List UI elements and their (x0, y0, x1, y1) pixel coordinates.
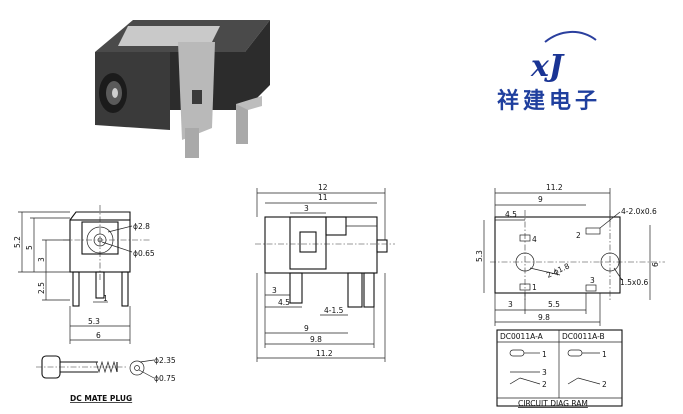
dim-layout-9: 9 (538, 195, 543, 204)
dim-layout-3: 3 (508, 300, 513, 309)
circuit-a-pin-1: 1 (542, 350, 547, 359)
dim-span-11-2: 11.2 (316, 349, 333, 358)
logo-mark: xJ (530, 49, 565, 84)
circuit-header-a: DC0011A-A (500, 332, 544, 341)
dim-width-6: 6 (96, 331, 101, 340)
dim-pin-4-5: 4.5 (278, 298, 290, 307)
product-photo (95, 20, 270, 158)
dim-layout-4-5: 4.5 (505, 210, 517, 219)
dim-layout-5-5: 5.5 (548, 300, 560, 309)
pad-2 (585, 227, 601, 235)
dim-top-3: 3 (304, 204, 309, 213)
side-view-drawing: 5.2 5 3 2.5 ϕ2.8 ϕ0.65 1 5.3 6 ϕ2.35 (13, 205, 176, 403)
dim-height-5-2: 5.2 (13, 236, 22, 248)
dc-mate-plug: ϕ2.35 ϕ0.75 DC MATE PLUG (36, 355, 176, 403)
dim-pin-width-1: 1 (103, 294, 108, 303)
dim-layout-9-8: 9.8 (538, 313, 550, 322)
dim-diameter-0-65: ϕ0.65 (133, 249, 155, 258)
dim-height-3: 3 (37, 257, 46, 262)
dim-slot-1-5x0-6: 1.5x0.6 (620, 278, 649, 287)
dim-span-9-8: 9.8 (310, 335, 322, 344)
dim-pin-width-4x1-5: 4-1.5 (324, 306, 344, 315)
circuit-a-pin-3: 3 (542, 368, 547, 377)
pcb-layout-drawing: 4 2 1 3 11.2 9 4.5 4-2.0x0.6 5.3 6 1.5x0… (475, 183, 665, 326)
plug-label: DC MATE PLUG (70, 394, 132, 403)
dim-span-9: 9 (304, 324, 309, 333)
circuit-b-pin-2: 2 (602, 380, 607, 389)
dim-pin-2-5: 2.5 (37, 282, 46, 294)
dim-diameter-2-8: ϕ2.8 (133, 222, 150, 231)
dim-plug-diameter-2-35: ϕ2.35 (154, 356, 176, 365)
dim-pin-3: 3 (272, 286, 277, 295)
pad-3 (585, 284, 597, 292)
front-view-drawing: 12 11 3 3 4.5 4-1.5 9 9.8 11.2 (255, 183, 395, 362)
dim-slots-4x2x0-6: 4-2.0x0.6 (621, 207, 657, 216)
dim-layout-6: 6 (651, 262, 660, 267)
dim-layout-11-2: 11.2 (546, 183, 563, 192)
pad-1 (519, 283, 531, 291)
dim-overall-12: 12 (318, 183, 328, 192)
circuit-a-pin-2: 2 (542, 380, 547, 389)
logo-company-name: 祥建电子 (497, 88, 601, 114)
pin-3-label: 3 (590, 276, 595, 285)
dim-width-5-3: 5.3 (88, 317, 100, 326)
dim-height-5: 5 (25, 245, 34, 250)
pin-2-label: 2 (576, 231, 581, 240)
dim-body-11: 11 (318, 193, 328, 202)
dim-holes-2x1-8: 2-ϕ1.8 (545, 261, 571, 280)
company-logo: xJ 祥建电子 (497, 31, 601, 114)
circuit-title: CIRCUIT DIAG RAM (518, 399, 588, 408)
dim-plug-diameter-0-75: ϕ0.75 (154, 374, 176, 383)
pin-4-label: 4 (532, 235, 537, 244)
pin-1-label: 1 (532, 283, 537, 292)
dim-layout-5-3: 5.3 (475, 250, 484, 262)
pad-4 (519, 234, 531, 242)
circuit-header-b: DC0011A-B (562, 332, 605, 341)
circuit-diagram: DC0011A-A DC0011A-B 1 3 2 1 2 CIRCUIT DI… (496, 329, 623, 408)
circuit-b-pin-1: 1 (602, 350, 607, 359)
